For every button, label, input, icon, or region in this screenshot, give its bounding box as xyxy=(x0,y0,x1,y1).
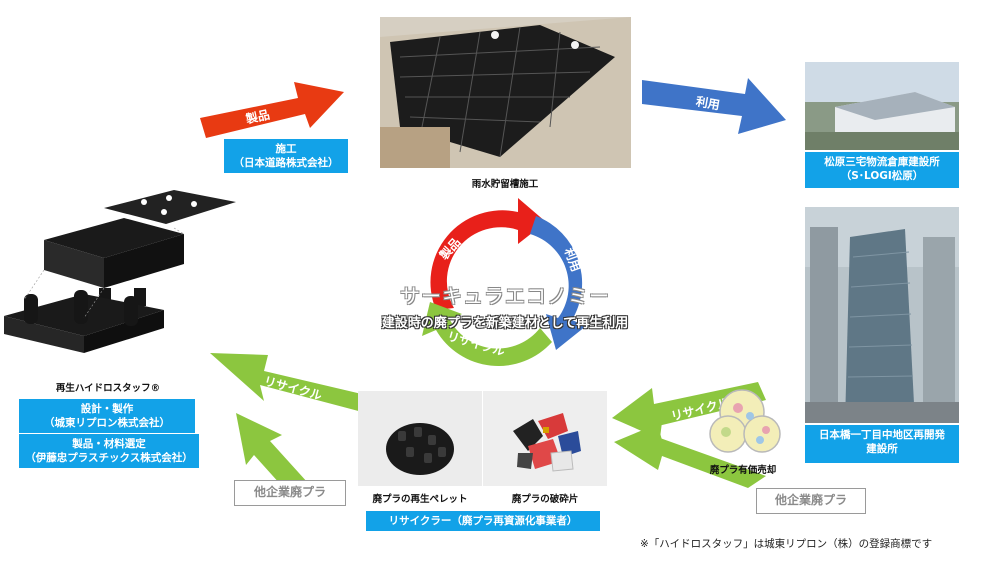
fragment-pile-illustration xyxy=(483,391,607,486)
use-arrow-label: 利用 xyxy=(695,93,721,112)
product-arrow-label: 製品 xyxy=(243,107,271,127)
rainwater-tank-construction-photo xyxy=(380,17,631,168)
other-company-waste-left: 他企業廃プラ xyxy=(234,480,346,506)
tower-scene-illustration xyxy=(805,207,959,423)
tower-photo xyxy=(805,207,959,423)
circular-economy-subtitle: 建設時の廃プラを新築建材として再生利用 xyxy=(381,315,629,330)
construction-scene-illustration xyxy=(380,17,631,168)
warehouse-photo xyxy=(805,62,959,150)
fragment-caption: 廃プラの破砕片 xyxy=(511,494,579,505)
construction-company-box: 施工 （日本道路株式会社） xyxy=(224,139,348,173)
tower-site-name: 日本橋一丁目中地区再開発 xyxy=(819,429,945,441)
cycle-arc-blue xyxy=(530,216,586,350)
pellet-photo xyxy=(358,391,482,486)
product-material-box: 製品・材料選定 （伊藤忠プラスチックス株式会社） xyxy=(19,434,199,468)
recycler-box: リサイクラー（廃プラ再資源化事業者） xyxy=(366,511,600,531)
cycle-arc-red xyxy=(430,198,546,310)
trademark-footnote: ※「ハイドロスタッフ」は城東リプロン（株）の登録商標です xyxy=(640,538,933,550)
waste-bags-icon xyxy=(709,389,781,453)
hydrostuff-product-illustration xyxy=(4,190,236,353)
design-manufacture-company: （城東リプロン株式会社） xyxy=(44,417,170,429)
design-manufacture-box: 設計・製作 （城東リプロン株式会社） xyxy=(19,399,195,433)
product-name: 再生ハイドロスタッフ® xyxy=(55,383,161,394)
fragment-photo xyxy=(483,391,607,486)
use-arrow-blue: 利用 xyxy=(642,78,786,134)
circular-economy-title: サーキュラエコノミー xyxy=(400,286,610,308)
warehouse-site-name: 松原三宅物流倉庫建設所 xyxy=(824,156,940,168)
recycle-arrow-left: リサイクル xyxy=(210,353,366,495)
cycle-label-use: 利用 xyxy=(562,246,584,274)
pellet-pile-illustration xyxy=(358,391,482,486)
design-manufacture-title: 設計・製作 xyxy=(80,403,134,415)
tower-site-suffix: 建設所 xyxy=(866,443,898,455)
warehouse-site-box: 松原三宅物流倉庫建設所 （S･LOGI松原） xyxy=(805,152,959,188)
other-company-waste-right: 他企業廃プラ xyxy=(756,488,866,514)
waste-sale-label: 廃プラ有価売却 xyxy=(709,465,777,476)
warehouse-scene-illustration xyxy=(805,62,959,150)
circular-economy-cycle: 製品 利用 リサイクル xyxy=(422,198,586,366)
pellet-caption: 廃プラの再生ペレット xyxy=(372,494,468,505)
tower-site-box: 日本橋一丁目中地区再開発 建設所 xyxy=(805,425,959,463)
warehouse-site-alias: （S･LOGI松原） xyxy=(840,170,924,182)
construction-box-company: （日本道路株式会社） xyxy=(233,157,339,169)
product-material-company: （伊藤忠プラスチックス株式会社） xyxy=(25,452,193,464)
construction-box-title: 施工 xyxy=(275,143,297,155)
product-arrow-red: 製品 xyxy=(200,82,344,138)
product-material-title: 製品・材料選定 xyxy=(72,438,146,450)
construction-photo-caption: 雨水貯留槽施工 xyxy=(471,179,539,190)
cycle-arc-green xyxy=(422,302,552,366)
